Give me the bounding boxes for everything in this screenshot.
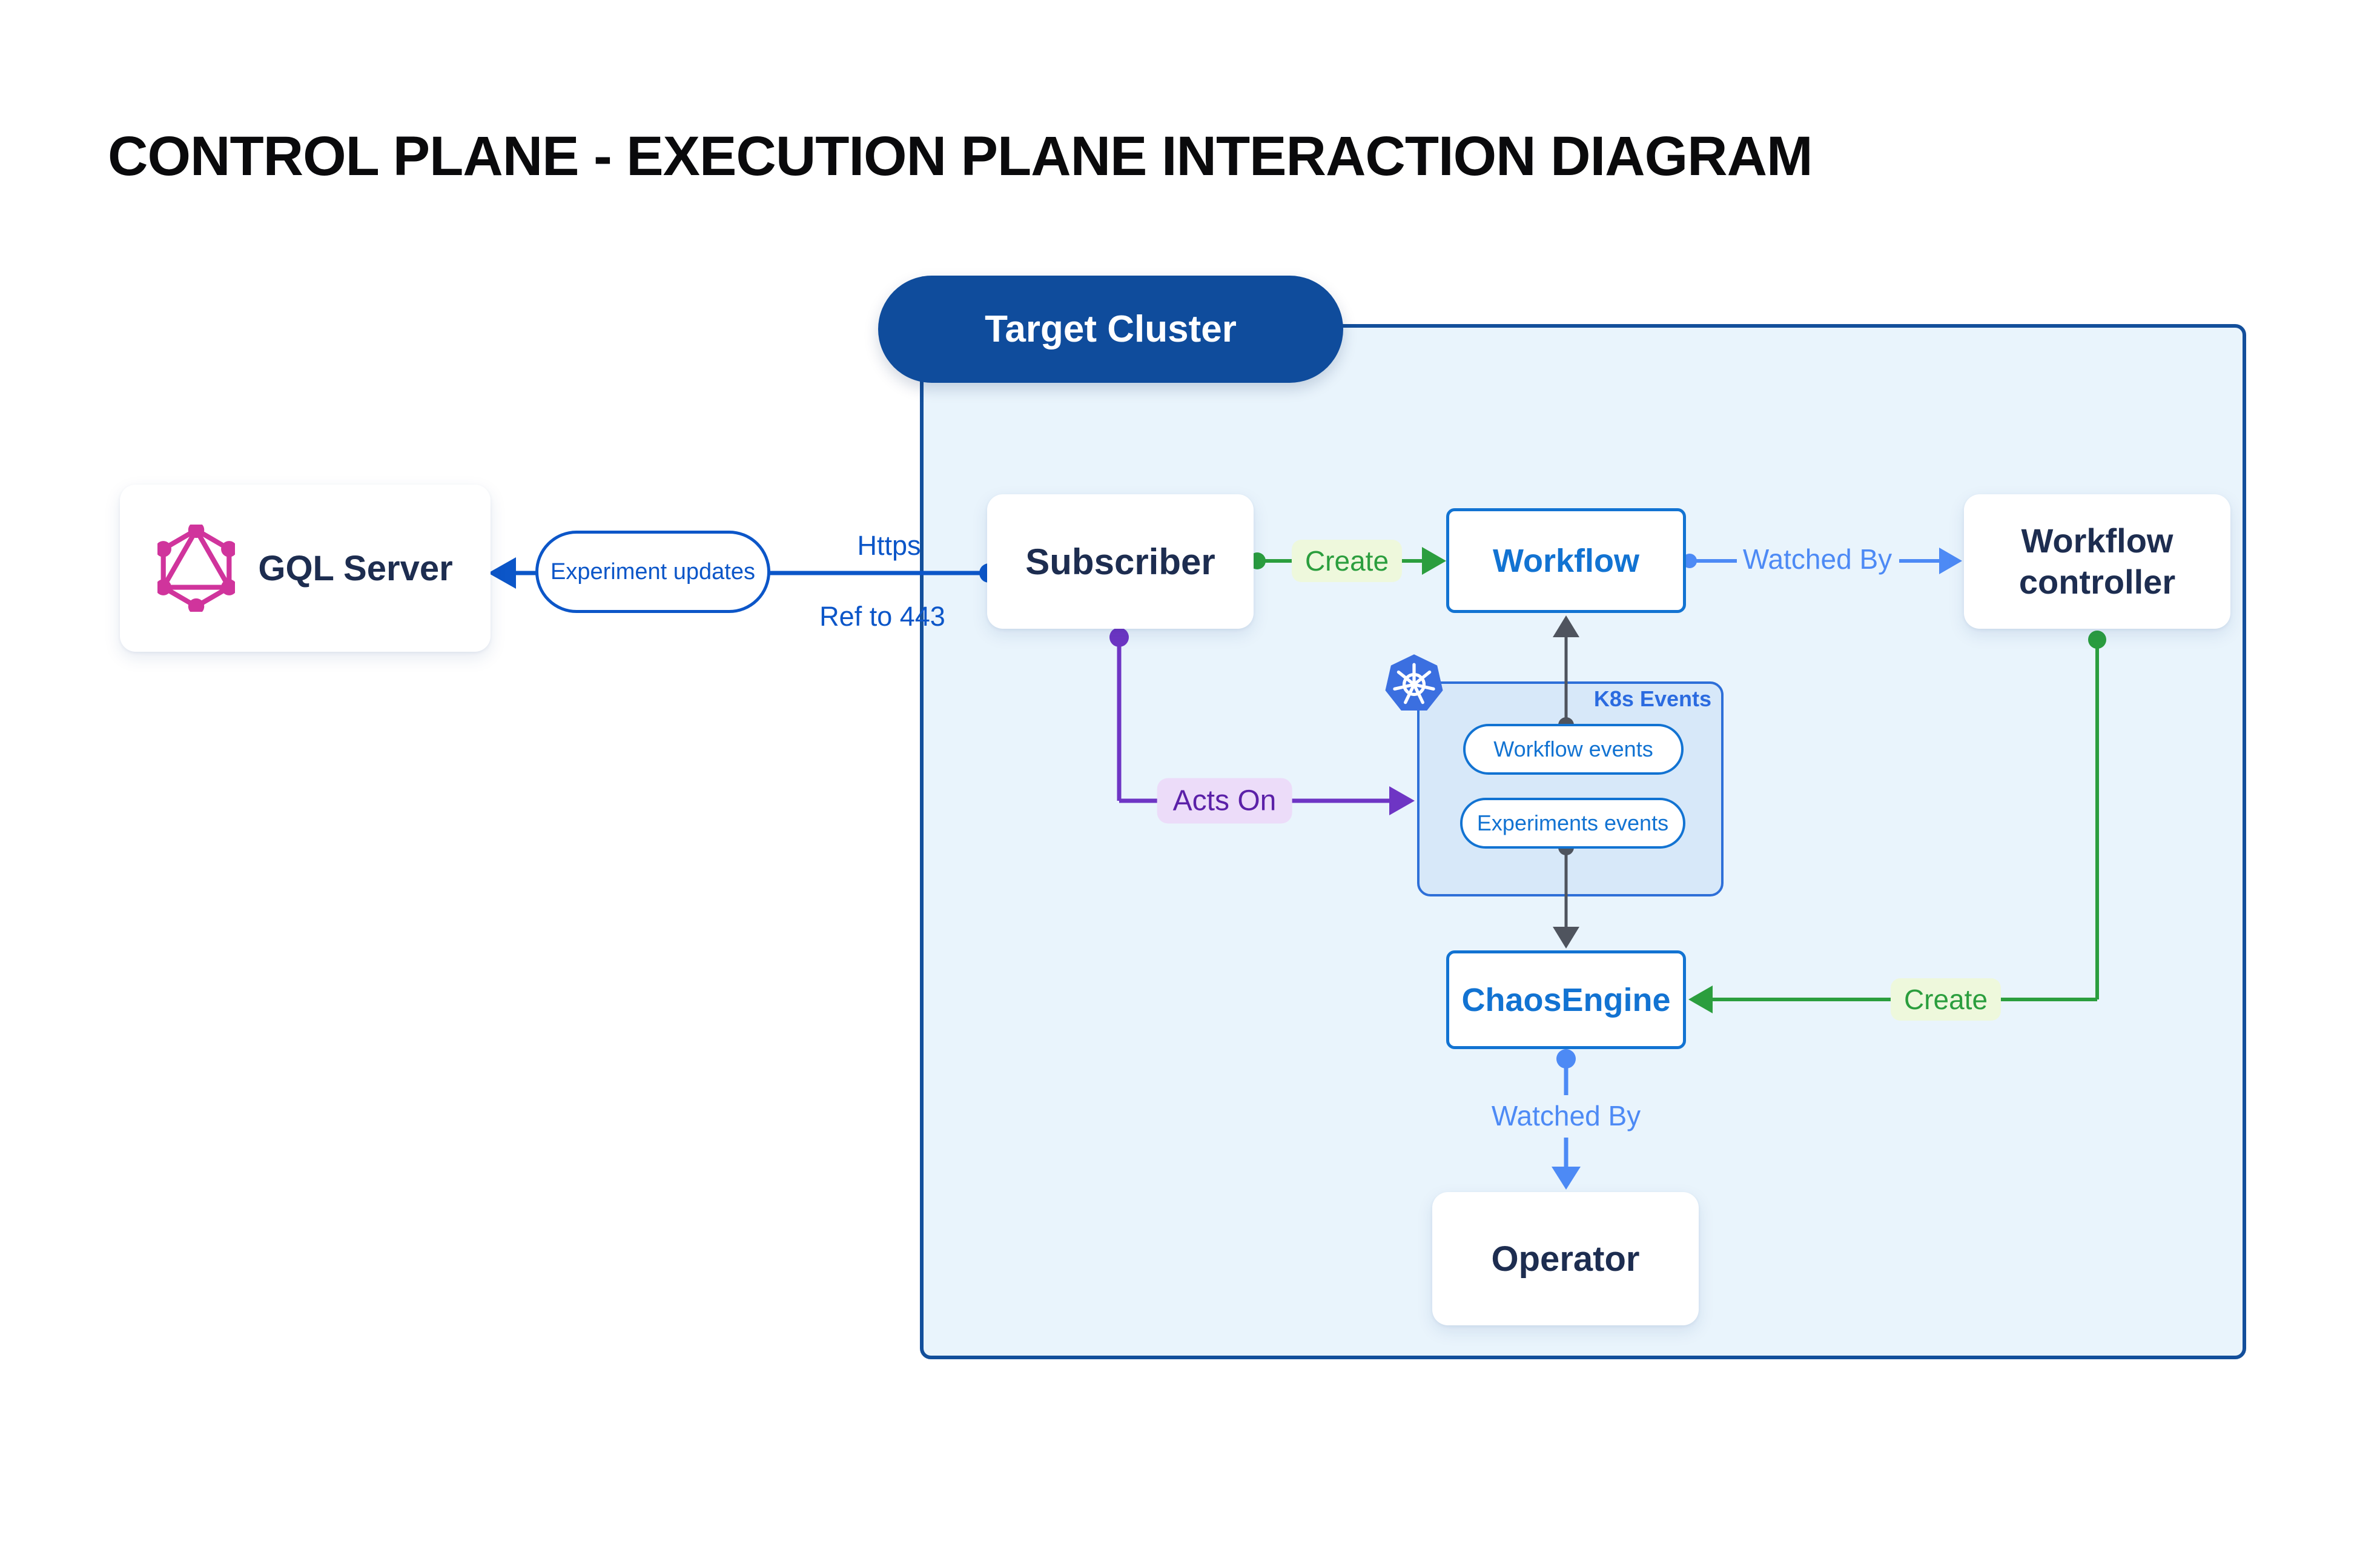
k8s-events-title: K8s Events [1593, 686, 1711, 711]
watched-by-operator-label: Watched By [1491, 1100, 1641, 1131]
gql-server-node: GQL Server [120, 485, 491, 652]
chaos-engine-node: ChaosEngine [1446, 950, 1686, 1049]
workflow-label: Workflow [1493, 542, 1639, 579]
operator-label: Operator [1491, 1239, 1640, 1279]
workflow-events-label: Workflow events [1493, 737, 1653, 761]
chaos-engine-label: ChaosEngine [1461, 981, 1671, 1018]
workflow-node: Workflow [1446, 508, 1686, 613]
https-label: Https [857, 530, 921, 561]
acts-on-label: Acts On [1157, 778, 1292, 824]
target-cluster-label: Target Cluster [985, 308, 1237, 350]
watched-by-controller-label: Watched By [1742, 543, 1892, 575]
ref-to-443-label: Ref to 443 [819, 601, 945, 632]
page-title: CONTROL PLANE - EXECUTION PLANE INTERACT… [108, 125, 1813, 187]
experiment-updates-label: Experiment updates [535, 531, 770, 613]
experiments-events-pill: Experiments events [1460, 798, 1685, 849]
create-chaosengine-label: Create [1890, 978, 2002, 1021]
graphql-icon [157, 525, 236, 612]
experiments-events-label: Experiments events [1476, 810, 1669, 835]
workflow-events-pill: Workflow events [1463, 724, 1684, 775]
target-cluster-pill: Target Cluster [878, 276, 1343, 383]
workflow-controller-node: Workflow controller [1964, 494, 2230, 629]
workflow-controller-label: Workflow controller [2018, 521, 2176, 601]
kubernetes-icon [1385, 654, 1443, 711]
create-workflow-label: Create [1291, 540, 1403, 582]
k8s-events-box [1417, 681, 1724, 896]
subscriber-label: Subscriber [1025, 541, 1215, 582]
subscriber-node: Subscriber [987, 494, 1254, 629]
gql-server-label: GQL Server [258, 548, 453, 588]
operator-node: Operator [1432, 1192, 1699, 1325]
